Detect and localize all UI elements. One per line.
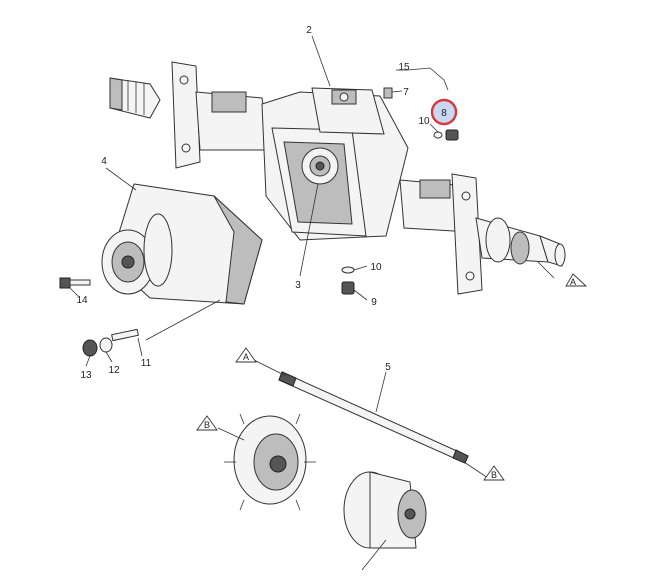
brake-drum — [343, 471, 427, 549]
callout-label: 10 — [418, 116, 430, 127]
reference-triangle-a-shaft: A — [235, 347, 257, 363]
washer-12 — [99, 337, 113, 353]
callout-label: 13 — [80, 370, 92, 381]
callout-label: 8 — [441, 108, 447, 119]
callout-label: 11 — [141, 358, 152, 369]
reference-triangle-b-hub: B — [196, 415, 218, 431]
reference-letter: B — [491, 470, 497, 480]
callout-label: 4 — [101, 156, 107, 167]
leader-lines — [69, 35, 555, 571]
callout-label: 12 — [108, 365, 120, 376]
plug-top — [433, 129, 459, 141]
reference-triangle-a-right: A — [565, 273, 588, 287]
callout-label: 7 — [403, 87, 409, 98]
callout-label: 15 — [398, 62, 410, 73]
reference-letter: A — [570, 277, 576, 287]
callout-label: 2 — [306, 25, 312, 36]
reference-letter: A — [243, 352, 249, 362]
drain-plug — [341, 266, 355, 295]
stud-11 — [111, 328, 139, 342]
carrier-assembly — [101, 183, 263, 305]
highlighted-callout-marker[interactable]: 8 — [430, 98, 458, 126]
callout-label: 10 — [370, 262, 382, 273]
axle-shaft — [278, 371, 469, 464]
callout-label: 14 — [76, 295, 88, 306]
callout-label: 3 — [295, 280, 301, 291]
callout-labels: 2 15 7 10 4 3 10 9 14 11 13 12 5 — [76, 25, 430, 381]
callout-label: 9 — [371, 297, 377, 308]
nut-13 — [82, 339, 98, 357]
wheel-hub — [224, 413, 316, 511]
callout-label: 5 — [385, 362, 391, 373]
fitting-7 — [383, 87, 393, 99]
bolt-14 — [59, 277, 91, 289]
reference-triangle-b-shaft: B — [483, 465, 505, 481]
breather-tube — [407, 67, 449, 91]
reference-letter: B — [204, 420, 210, 430]
axle-housing — [109, 61, 566, 295]
